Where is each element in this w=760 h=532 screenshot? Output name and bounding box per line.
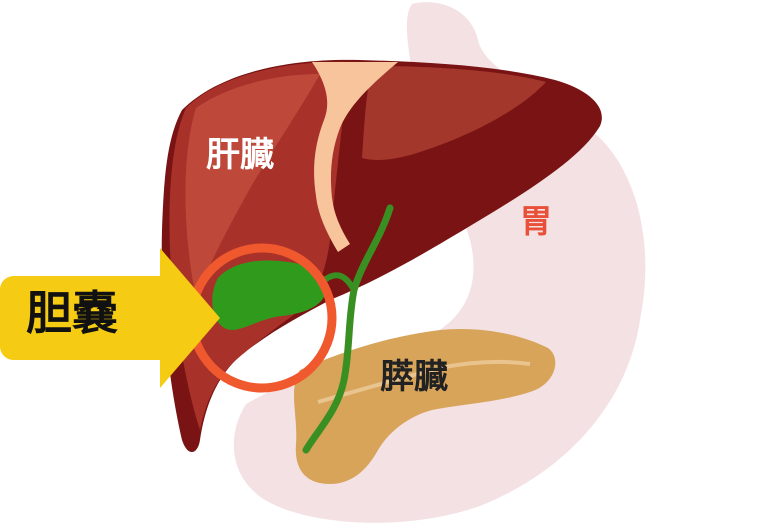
gallbladder-label: 胆嚢: [26, 286, 118, 340]
pancreas-vein: [317, 359, 531, 404]
liver-left-lobe-highlight: [362, 66, 546, 160]
liver-highlight: [185, 74, 320, 298]
pancreas-shape: [293, 328, 556, 484]
ligament-shape: [312, 62, 398, 252]
pancreas-label: 膵臓: [380, 357, 448, 397]
arrow-right-icon: [0, 248, 220, 388]
stomach-label: 胃: [520, 202, 553, 240]
liver-label: 肝臓: [206, 135, 274, 175]
gallbladder-shape: [212, 260, 327, 330]
bile-duct: [302, 204, 394, 454]
